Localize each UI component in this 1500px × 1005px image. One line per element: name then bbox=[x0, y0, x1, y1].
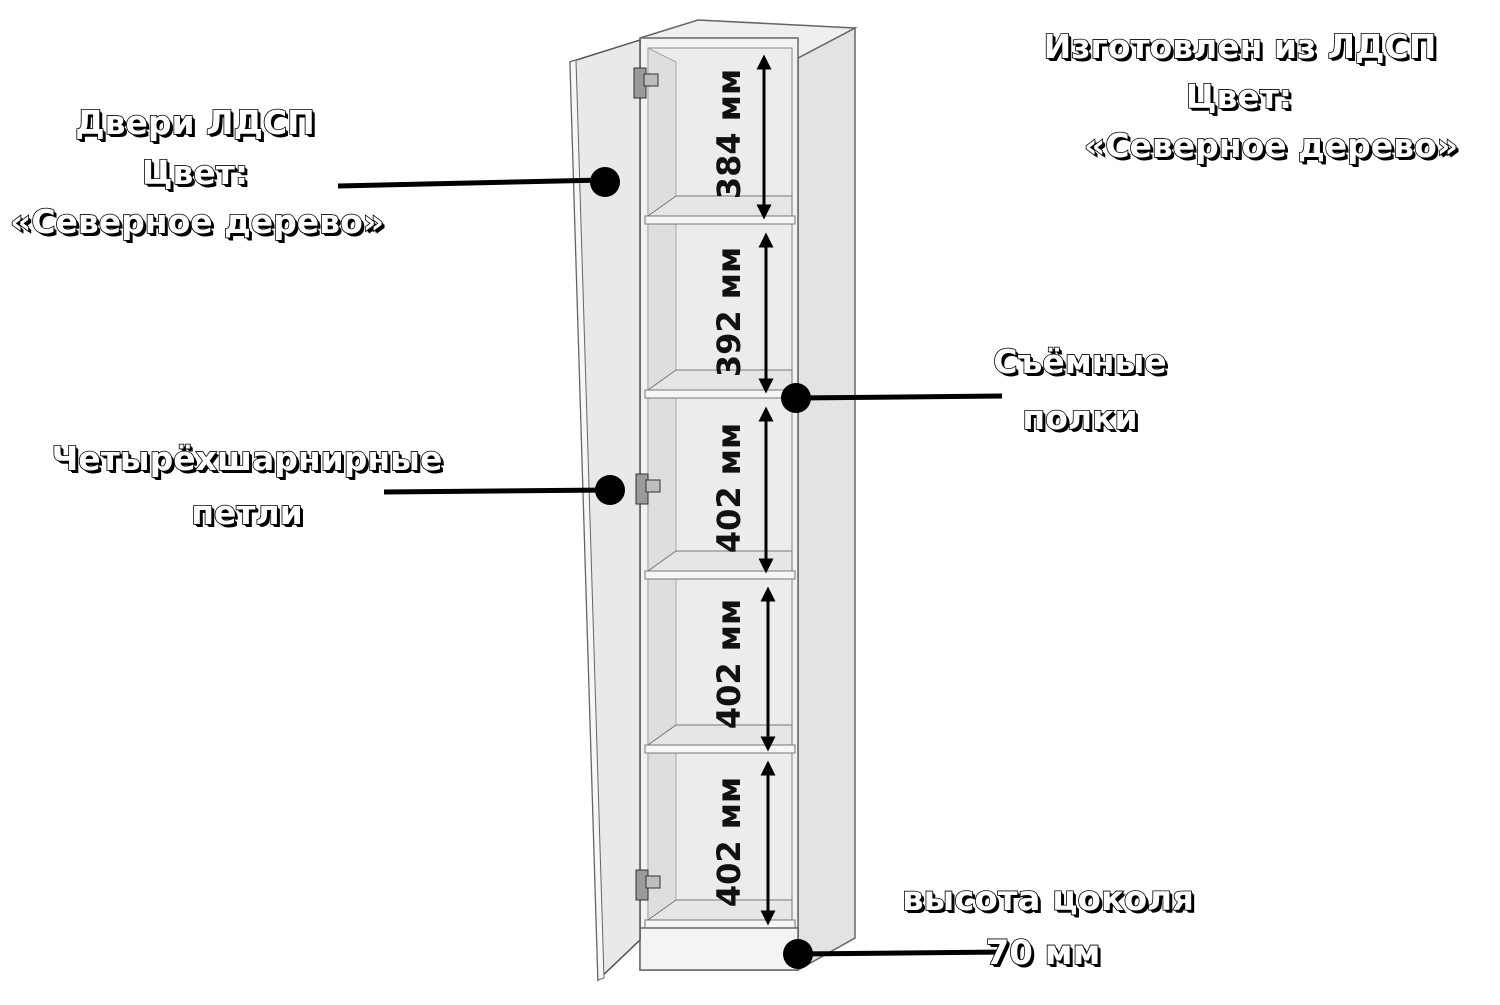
doors-leader-dot bbox=[590, 167, 620, 197]
doors-line-2: Цвет: bbox=[141, 152, 249, 193]
hinges-leader-line bbox=[383, 487, 611, 495]
plinth bbox=[639, 927, 799, 971]
plinth-line-2: 70 мм bbox=[985, 933, 1101, 975]
material-label: Изготовлен из ЛДСП Цвет: «Северное дерев… bbox=[1040, 22, 1459, 171]
plinth-label: высота цоколя 70 мм bbox=[878, 872, 1218, 981]
plinth-leader-line bbox=[797, 949, 1005, 957]
shelves-leader-line bbox=[795, 393, 1003, 401]
dimension-arrows bbox=[756, 54, 776, 926]
cabinet-side-panel bbox=[797, 26, 856, 972]
hinges-label: Четырёхшарнирные петли bbox=[24, 432, 470, 541]
dimension-labels: 384 мм 392 мм 402 мм 402 мм 402 мм bbox=[710, 69, 748, 907]
shelves-leader-dot bbox=[781, 383, 811, 413]
plinth-line-1: высота цоколя bbox=[901, 878, 1195, 920]
shelf-4-edge bbox=[644, 744, 796, 754]
dimension-text-1: 384 мм bbox=[710, 69, 748, 199]
dimension-text-4: 402 мм bbox=[710, 599, 748, 729]
shelves bbox=[644, 195, 796, 929]
material-line-2: Цвет: bbox=[1185, 76, 1293, 117]
shelves-line-2: полки bbox=[1022, 397, 1139, 438]
bottom-shelf-edge bbox=[644, 919, 796, 929]
cabinet-inner-wall bbox=[647, 47, 677, 941]
hinge-top bbox=[633, 67, 659, 99]
dimension-text-3: 402 мм bbox=[710, 423, 748, 553]
callouts bbox=[337, 167, 1005, 969]
shelves-line-1: Съёмные bbox=[992, 341, 1167, 382]
dimension-text-2: 392 мм bbox=[710, 247, 748, 377]
hinges-line-1: Четырёхшарнирные bbox=[51, 438, 443, 479]
shelf-3-edge bbox=[644, 570, 796, 580]
shelf-1-edge bbox=[644, 215, 796, 225]
hinge-middle bbox=[635, 473, 661, 505]
material-line-1: Изготовлен из ЛДСП bbox=[1043, 26, 1437, 67]
doors-line-1: Двери ЛДСП bbox=[74, 102, 315, 143]
plinth-leader-dot bbox=[783, 939, 813, 969]
door-edge bbox=[569, 59, 605, 981]
doors-label: Двери ЛДСП Цвет: «Северное дерево» bbox=[9, 98, 385, 247]
shelf-2-edge bbox=[644, 389, 796, 399]
shelves-label: Съёмные полки bbox=[960, 334, 1200, 446]
material-line-3: «Северное дерево» bbox=[1083, 125, 1459, 166]
hinges-line-2: петли bbox=[190, 493, 303, 534]
dimension-text-5: 402 мм bbox=[710, 777, 748, 907]
hinge-bottom bbox=[635, 869, 661, 901]
doors-leader-line bbox=[337, 177, 605, 189]
hinges-leader-dot bbox=[595, 475, 625, 505]
doors-line-3: «Северное дерево» bbox=[9, 201, 385, 242]
